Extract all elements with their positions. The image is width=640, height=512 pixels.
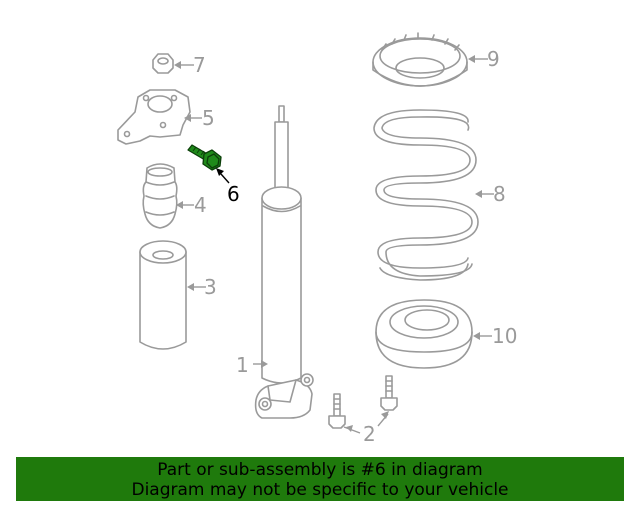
callout-2: 2	[343, 411, 389, 446]
parts-diagram: 7 5 6 4	[117, 32, 517, 446]
part-3-dust-boot	[139, 240, 187, 350]
part-6-bolt-highlighted	[187, 144, 222, 171]
callout-5-label: 5	[202, 106, 215, 130]
callout-4-label: 4	[194, 193, 207, 217]
part-9-upper-spring-seat	[372, 32, 468, 87]
callout-8: 8	[475, 182, 506, 206]
callout-6: 6	[216, 168, 240, 206]
part-2-bolt-left	[328, 393, 346, 429]
callout-3-label: 3	[204, 275, 217, 299]
callout-5: 5	[184, 106, 215, 130]
part-2-bolt-right	[380, 375, 398, 411]
callout-4: 4	[176, 193, 207, 217]
callout-2-label: 2	[363, 422, 376, 446]
callout-10: 10	[473, 324, 517, 348]
part-10-lower-spring-seat	[375, 299, 473, 369]
callout-9: 9	[468, 47, 500, 71]
callout-1-label: 1	[236, 353, 249, 377]
callout-8-label: 8	[493, 182, 506, 206]
callout-9-label: 9	[487, 47, 500, 71]
callout-1: 1	[236, 353, 268, 377]
part-1-shock-absorber	[254, 105, 314, 419]
part-5-mount-bracket	[117, 89, 191, 145]
part-4-bump-stop	[142, 163, 178, 229]
callout-10-label: 10	[492, 324, 517, 348]
callout-6-label: 6	[227, 182, 240, 206]
part-7-nut	[152, 53, 174, 74]
part-8-coil-spring	[373, 109, 479, 281]
callout-3: 3	[187, 275, 217, 299]
part-info-banner: Part or sub-assembly is #6 in diagram Di…	[16, 457, 624, 501]
banner-line-2: Diagram may not be specific to your vehi…	[131, 480, 509, 500]
banner-line-1: Part or sub-assembly is #6 in diagram	[157, 460, 483, 480]
callout-7: 7	[174, 53, 206, 77]
callout-7-label: 7	[193, 53, 206, 77]
